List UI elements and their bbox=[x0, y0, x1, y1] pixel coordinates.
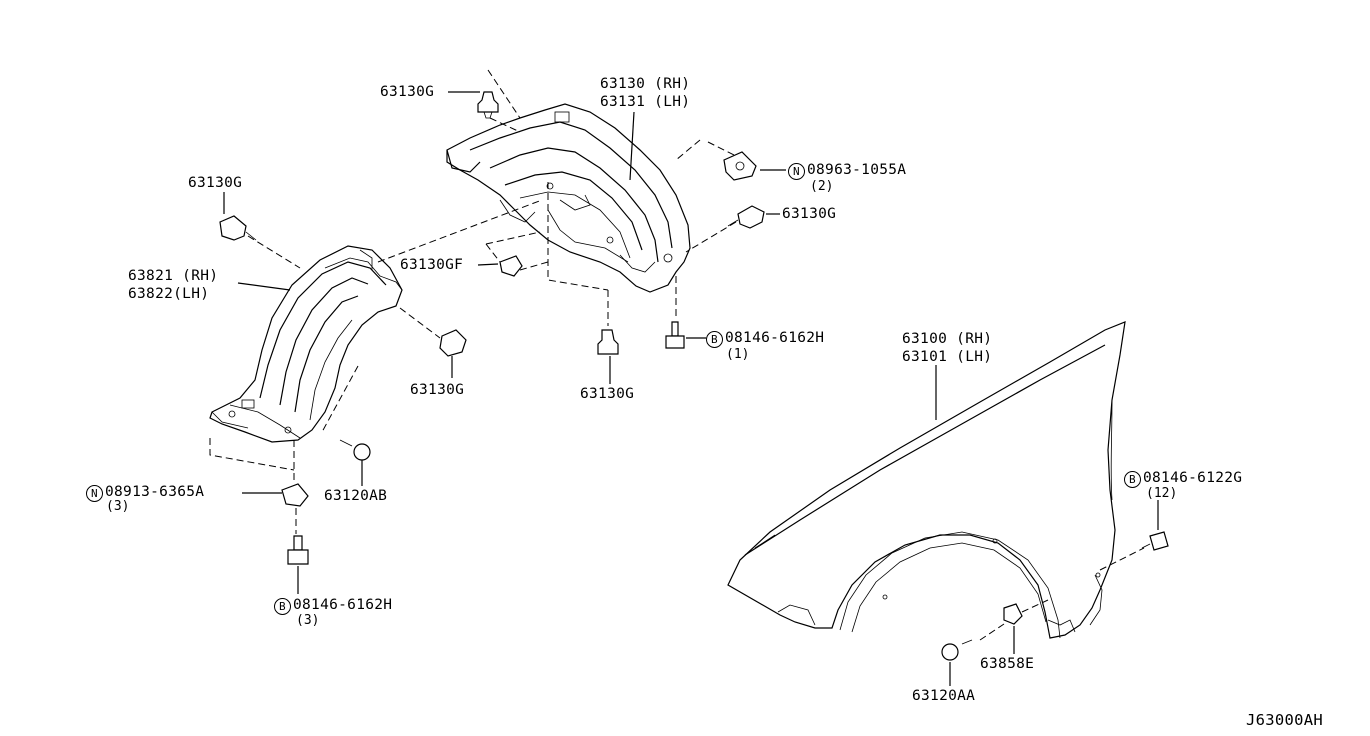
nut-symbol-icon: N bbox=[788, 163, 805, 180]
label-clip-right: 63130G bbox=[782, 206, 837, 222]
label-bolt-left-number: 08146-6162H bbox=[293, 597, 393, 613]
label-clip-gf: 63130GF bbox=[400, 257, 464, 273]
label-rear-liner-rh: 63130 (RH) bbox=[600, 76, 691, 92]
label-fender-lh: 63101 (LH) bbox=[902, 349, 993, 365]
fender-part bbox=[727, 321, 1126, 639]
bolt-symbol-icon: B bbox=[274, 598, 291, 615]
label-screw-aa: 63120AA bbox=[912, 688, 976, 704]
label-clip-e: 63858E bbox=[980, 656, 1035, 672]
label-bolt-left-qty: (3) bbox=[296, 613, 320, 628]
label-screw-ab: 63120AB bbox=[324, 488, 388, 504]
leader-lines bbox=[223, 91, 1159, 686]
label-clip-center: 63130G bbox=[410, 382, 465, 398]
nut-symbol-icon: N bbox=[86, 485, 103, 502]
label-bolt-fender-qty: (12) bbox=[1146, 486, 1178, 501]
label-bolt-mid-number: 08146-6162H bbox=[725, 330, 825, 346]
label-nut-left-qty: (3) bbox=[106, 499, 130, 514]
label-fender-rh: 63100 (RH) bbox=[902, 331, 993, 347]
label-rear-liner-lh: 63131 (LH) bbox=[600, 94, 691, 110]
bolt-symbol-icon: B bbox=[706, 331, 723, 348]
label-bolt-mid-qty: (1) bbox=[726, 347, 750, 362]
label-front-liner-lh: 63822(LH) bbox=[128, 286, 210, 302]
label-nut-rh-number: 08963-1055A bbox=[807, 162, 907, 178]
label-clip-bottom-center: 63130G bbox=[580, 386, 635, 402]
label-nut-left-number: 08913-6365A bbox=[105, 484, 205, 500]
label-clip-top: 63130G bbox=[380, 84, 435, 100]
front-liner-part bbox=[209, 245, 403, 443]
diagram-id: J63000AH bbox=[1246, 711, 1324, 729]
bolt-symbol-icon: B bbox=[1124, 471, 1141, 488]
assembly-lines bbox=[209, 69, 1145, 641]
label-bolt-fender-number: 08146-6122G bbox=[1143, 470, 1243, 486]
label-front-liner-rh: 63821 (RH) bbox=[128, 268, 219, 284]
fastener-clips bbox=[219, 91, 1169, 661]
rear-liner-part bbox=[446, 103, 691, 293]
label-nut-rh-qty: (2) bbox=[810, 179, 834, 194]
label-clip-left: 63130G bbox=[188, 175, 243, 191]
